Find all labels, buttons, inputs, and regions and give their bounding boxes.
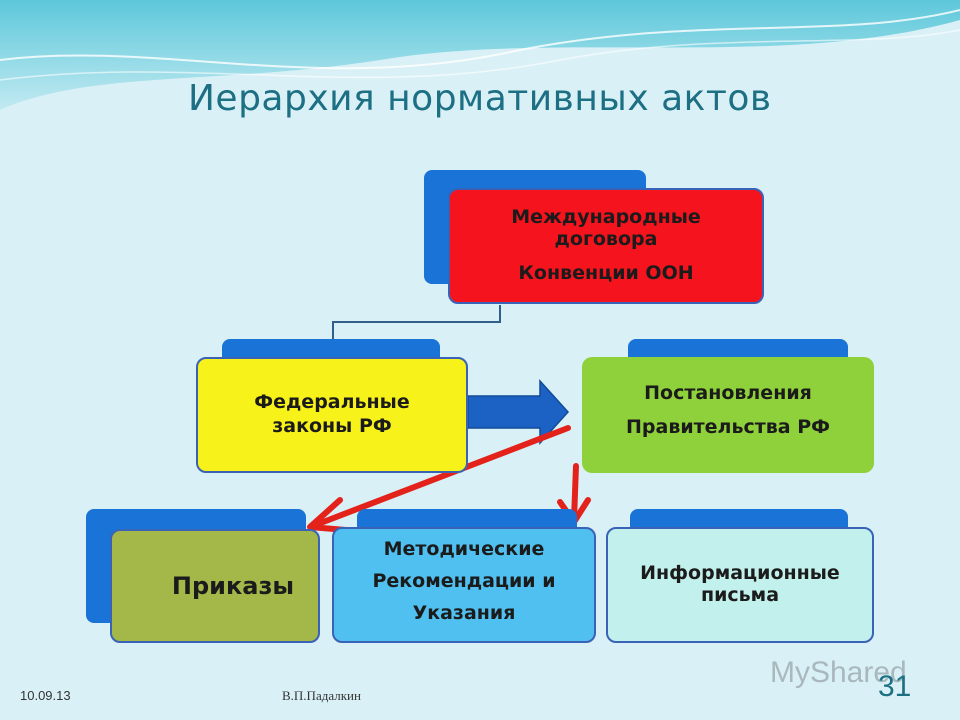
node-label-line: Указания — [412, 601, 516, 624]
node-front-panel: Методические Рекомендации и Указания — [332, 527, 596, 643]
node-front-panel: Информационные письма — [606, 527, 874, 643]
blue-block-arrow — [467, 379, 570, 445]
slide-date: 10.09.13 — [20, 688, 71, 703]
slide-author: В.П.Падалкин — [282, 688, 361, 703]
node-label-line: договора — [554, 228, 658, 251]
header-wave-decoration — [0, 0, 960, 120]
connector-line — [332, 305, 501, 345]
node-label-line: Правительства РФ — [626, 416, 830, 438]
node-label-line: Конвенции ООН — [518, 261, 694, 284]
node-front-panel: Приказы — [110, 529, 320, 643]
page-number: 31 — [878, 670, 912, 703]
node-label-line: Методические — [383, 538, 545, 561]
node-front-panel: Международные договора Конвенции ООН — [448, 188, 764, 304]
watermark-logo: MyShared — [770, 656, 907, 689]
node-label-line: Федеральные — [254, 391, 410, 414]
node-front-panel: Федеральные законы РФ — [196, 357, 468, 473]
node-front-panel: Постановления Правительства РФ — [582, 357, 874, 473]
node-label-line: Постановления — [644, 382, 812, 405]
node-label-line: законы РФ — [272, 415, 392, 437]
node-label-line: Информационные — [640, 562, 840, 585]
slide-title: Иерархия нормативных актов — [188, 78, 772, 119]
node-label-line: Международные — [511, 206, 701, 229]
node-label-line: Приказы — [171, 572, 295, 600]
node-label-line: письма — [700, 584, 780, 606]
node-label-line: Рекомендации и — [372, 570, 556, 593]
